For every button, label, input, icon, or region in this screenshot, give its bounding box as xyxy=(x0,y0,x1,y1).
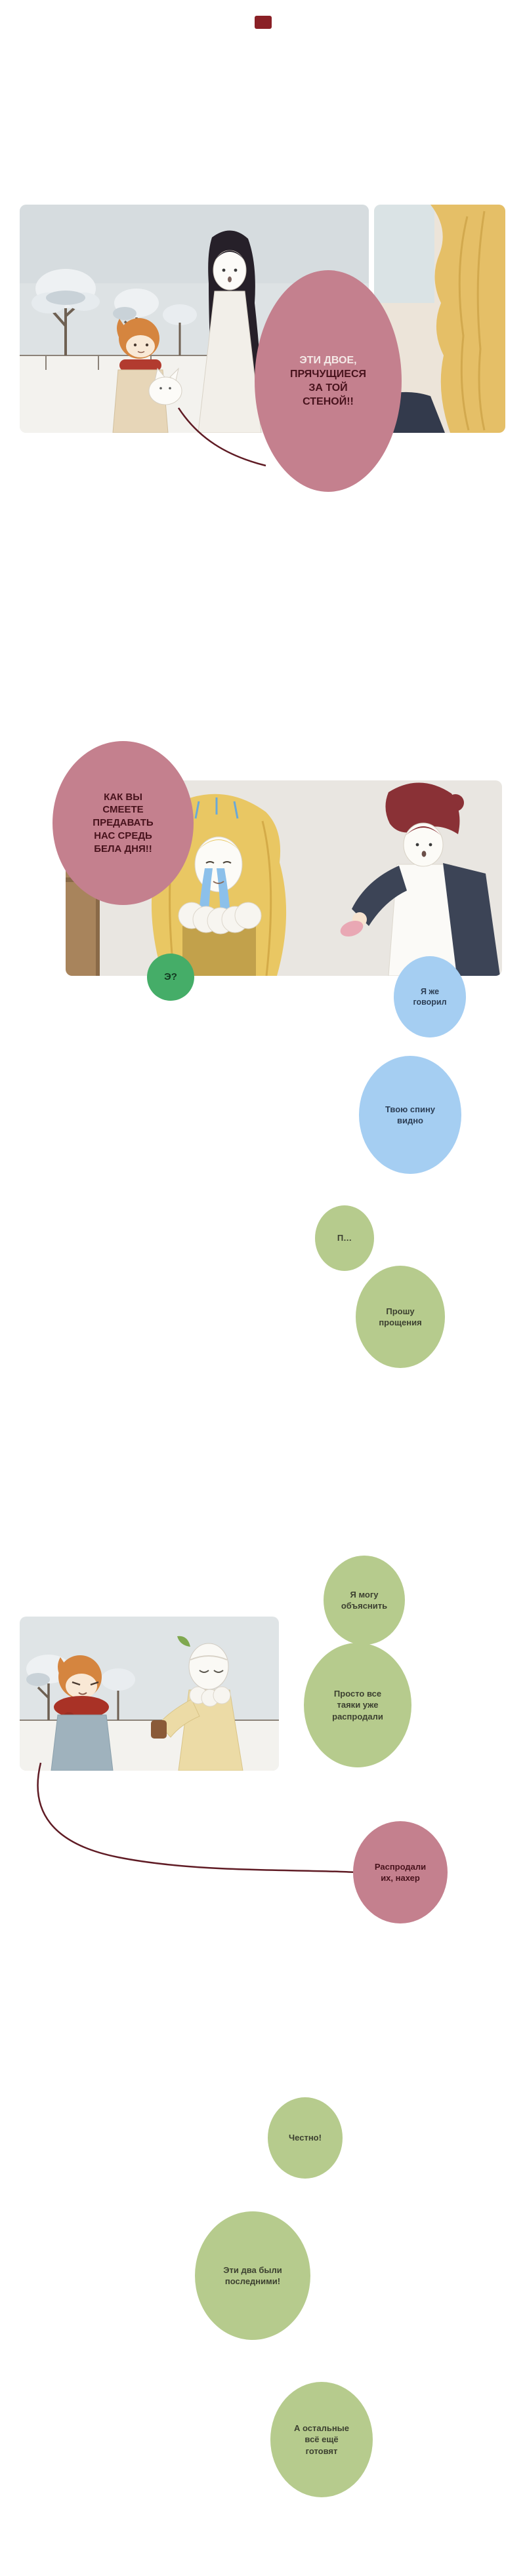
panel-1b-artwork xyxy=(374,205,505,433)
speech-bubble-p: П… xyxy=(315,1205,374,1271)
speech-bubble-text: Я могу объяснить xyxy=(341,1589,388,1611)
speech-bubble-text: Твою спину видно xyxy=(385,1104,436,1125)
speech-bubble-your-back: Твою спину видно xyxy=(359,1056,461,1174)
speech-bubble-still-cooking: А остальные всё ещё готовят xyxy=(270,2382,373,2497)
speech-bubble-last-two: Эти два были последними! xyxy=(195,2211,310,2340)
panel-3-artwork xyxy=(20,1617,279,1771)
speech-bubble-honestly: Честно! xyxy=(268,2097,343,2179)
panel-3-winter-scene xyxy=(20,1617,279,1771)
speech-bubble-i-can-explain: Я могу объяснить xyxy=(324,1556,405,1645)
character-masked-figure xyxy=(151,1636,243,1771)
speech-bubble-eh: Э? xyxy=(147,954,194,1001)
speech-bubble-text: Эти два были последними! xyxy=(223,2264,282,2286)
pink-taiyaki xyxy=(340,920,364,937)
speech-bubble-these-two: ЭТИ ДВОЕ, ПРЯЧУЩИЕСЯ ЗА ТОЙ СТЕНОЙ!! xyxy=(255,270,402,492)
speech-bubble-how-dare: КАК ВЫ СМЕЕТЕ ПРЕДАВАТЬ НАС СРЕДЬ БЕЛА Д… xyxy=(52,741,194,905)
panel-1b-blonde-listener xyxy=(374,205,505,433)
leaf-hairpin xyxy=(177,1636,190,1647)
speech-bubble-text: Просто все таяки уже распродали xyxy=(332,1689,383,1721)
speech-bubble-sold-out-swear: Распродали их, нахер xyxy=(353,1821,448,1923)
character-dark-hair xyxy=(198,230,264,433)
speech-bubble-text: А остальные всё ещё готовят xyxy=(293,2423,350,2456)
blonde-hair xyxy=(430,205,505,433)
character-orange-hair-child-angry xyxy=(51,1655,114,1771)
speech-bubble-text: Честно! xyxy=(289,2133,322,2143)
character-red-hair xyxy=(340,782,500,976)
speech-bubble-text: П… xyxy=(337,1233,352,1243)
speech-bubble-sorry: Прошу прощения xyxy=(356,1266,445,1368)
speech-bubble-text: КАК ВЫ СМЕЕТЕ ПРЕДАВАТЬ НАС СРЕДЬ БЕЛА Д… xyxy=(93,791,154,855)
speech-bubble-sold-out: Просто все таяки уже распродали xyxy=(304,1643,411,1767)
character-orange-hair-child xyxy=(112,318,182,433)
series-logo-badge xyxy=(255,16,272,29)
shock-lines xyxy=(194,797,239,819)
speech-bubble-text: ПРЯЧУЩИЕСЯ ЗА ТОЙ СТЕНОЙ!! xyxy=(290,368,366,408)
speech-bubble-text: ЭТИ ДВОЕ, xyxy=(299,354,357,366)
speech-bubble-text: Прошу прощения xyxy=(379,1306,422,1327)
cup xyxy=(151,1720,167,1739)
speech-bubble-text: Распродали их, нахер xyxy=(374,1861,427,1883)
speech-bubble-text: Э? xyxy=(164,971,177,983)
speech-bubble-i-told: Я же говорил xyxy=(394,956,466,1037)
speech-bubble-text: Я же говорил xyxy=(413,986,447,1007)
white-cat xyxy=(148,367,182,405)
bubble-tail-line-2 xyxy=(37,1762,356,1874)
